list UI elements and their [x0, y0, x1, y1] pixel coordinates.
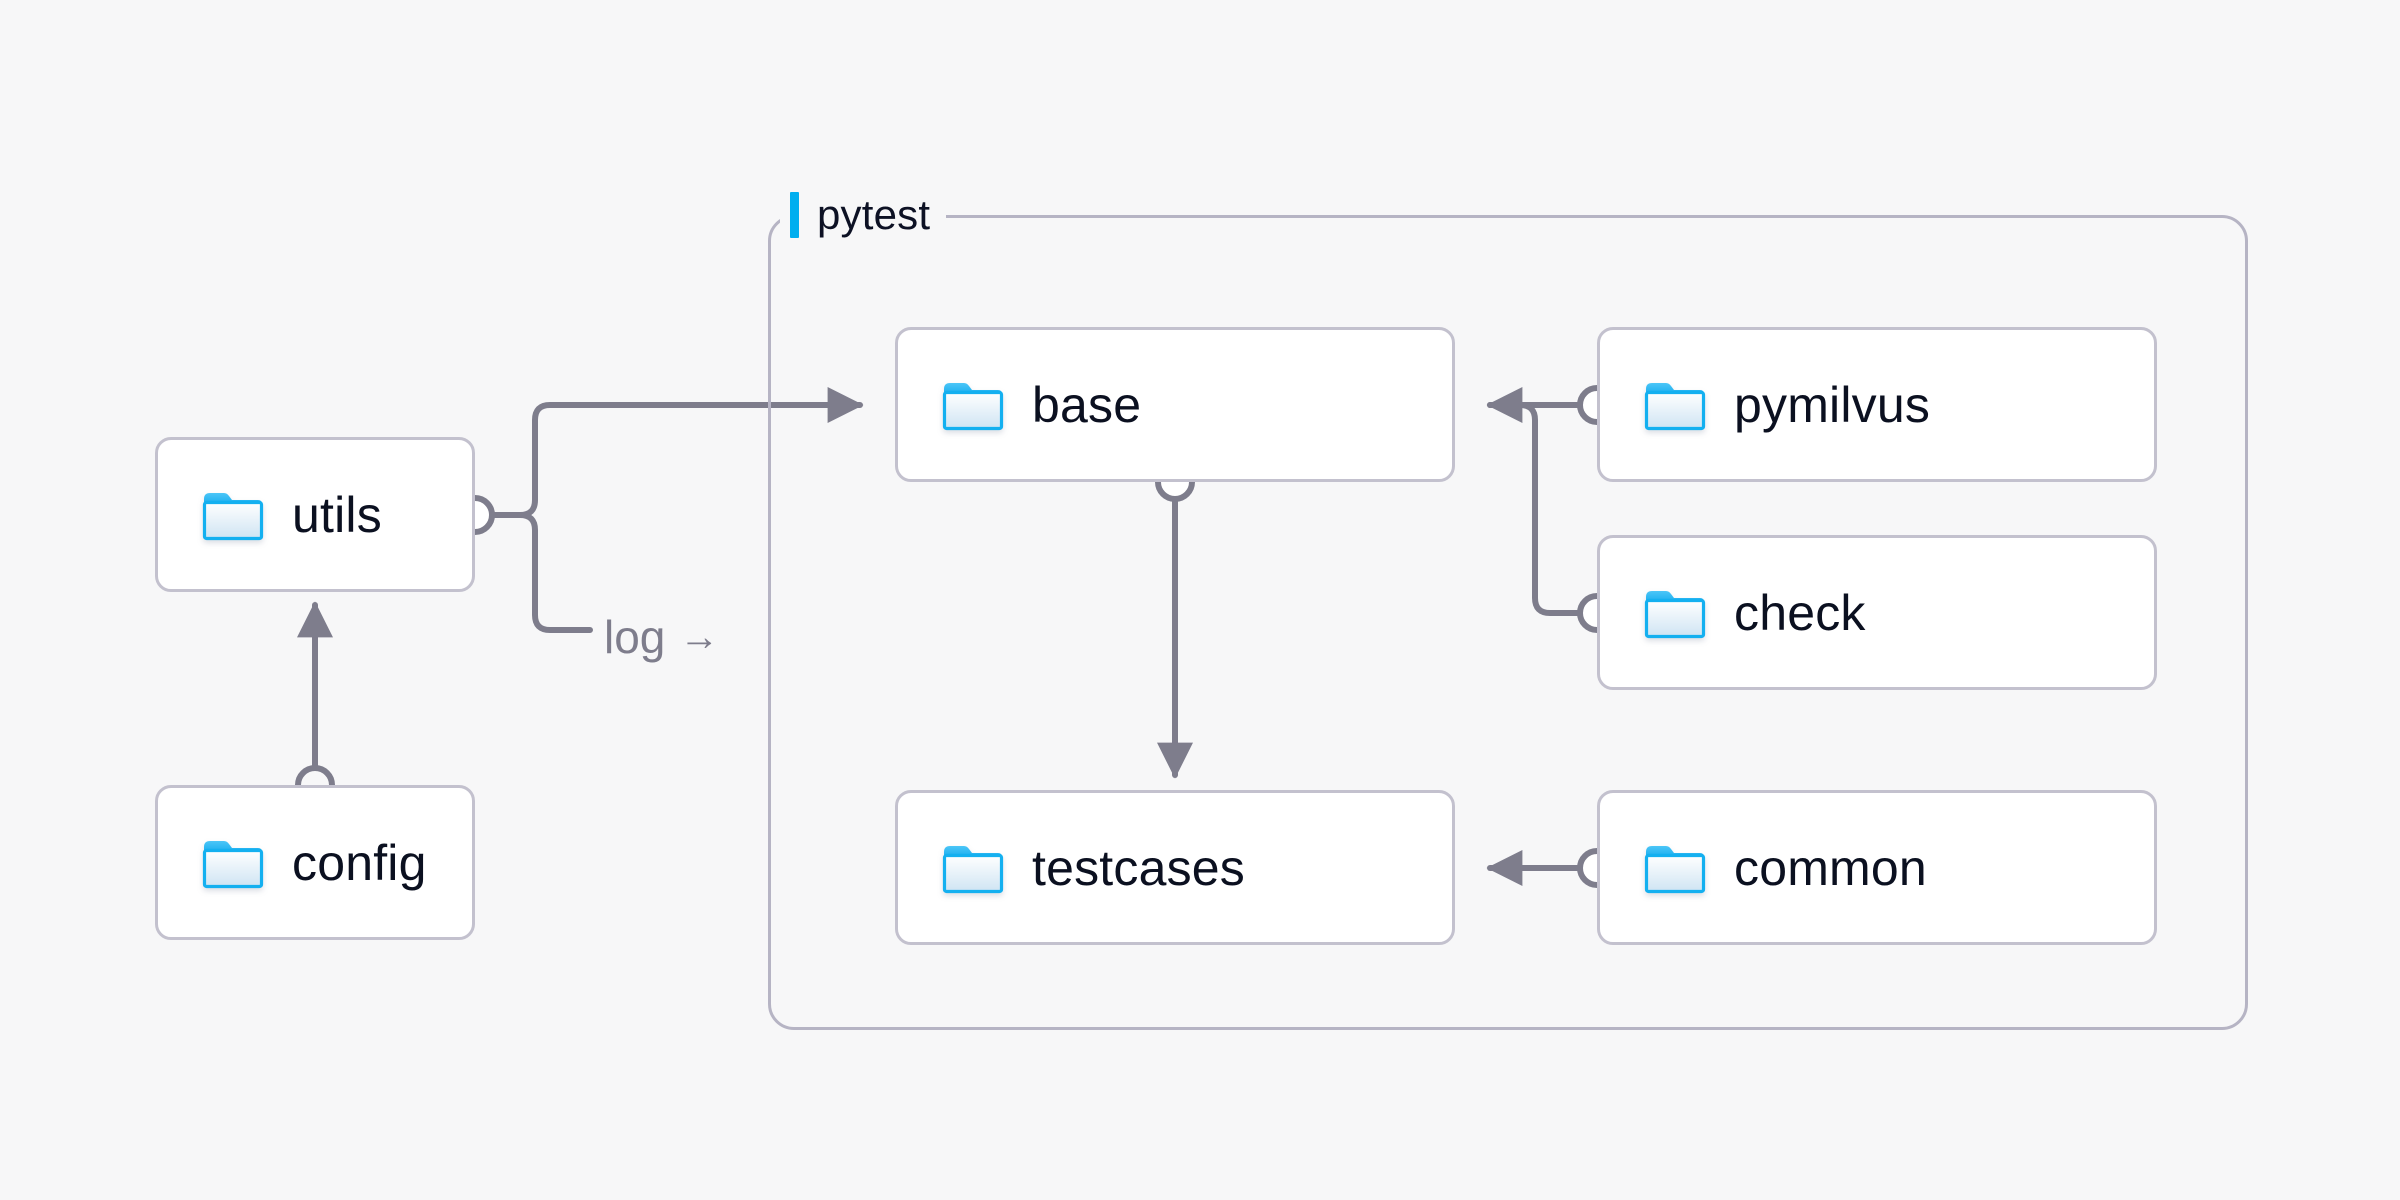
folder-icon: [1644, 587, 1706, 639]
node-label: pymilvus: [1734, 376, 1931, 433]
node-label: config: [292, 834, 427, 891]
folder-icon: [942, 842, 1004, 894]
node-label: testcases: [1032, 839, 1246, 896]
edge-label-log: log →: [604, 610, 719, 664]
arrow-right-icon: →: [679, 615, 720, 659]
node-testcases[interactable]: testcases: [895, 790, 1455, 945]
node-config[interactable]: config: [155, 785, 475, 940]
node-label: base: [1032, 376, 1142, 433]
folder-icon: [202, 837, 264, 889]
edge-config-to-utils: [295, 601, 335, 805]
node-utils[interactable]: utils: [155, 437, 475, 592]
node-label: utils: [292, 486, 382, 543]
edge-utils-to-log: [517, 512, 593, 633]
node-common[interactable]: common: [1597, 790, 2157, 945]
folder-icon: [202, 489, 264, 541]
folder-icon: [942, 379, 1004, 431]
node-pymilvus[interactable]: pymilvus: [1597, 327, 2157, 482]
node-base[interactable]: base: [895, 327, 1455, 482]
node-check[interactable]: check: [1597, 535, 2157, 690]
node-label: common: [1734, 839, 1927, 896]
node-label: check: [1734, 584, 1866, 641]
edge-label-text: log: [604, 611, 666, 663]
group-accent-bar: [790, 192, 799, 238]
folder-icon: [1644, 379, 1706, 431]
group-pytest-label: pytest: [817, 191, 931, 238]
group-pytest-label-wrap: pytest: [780, 187, 947, 243]
group-pytest[interactable]: [768, 215, 2248, 1030]
folder-icon: [1644, 842, 1706, 894]
